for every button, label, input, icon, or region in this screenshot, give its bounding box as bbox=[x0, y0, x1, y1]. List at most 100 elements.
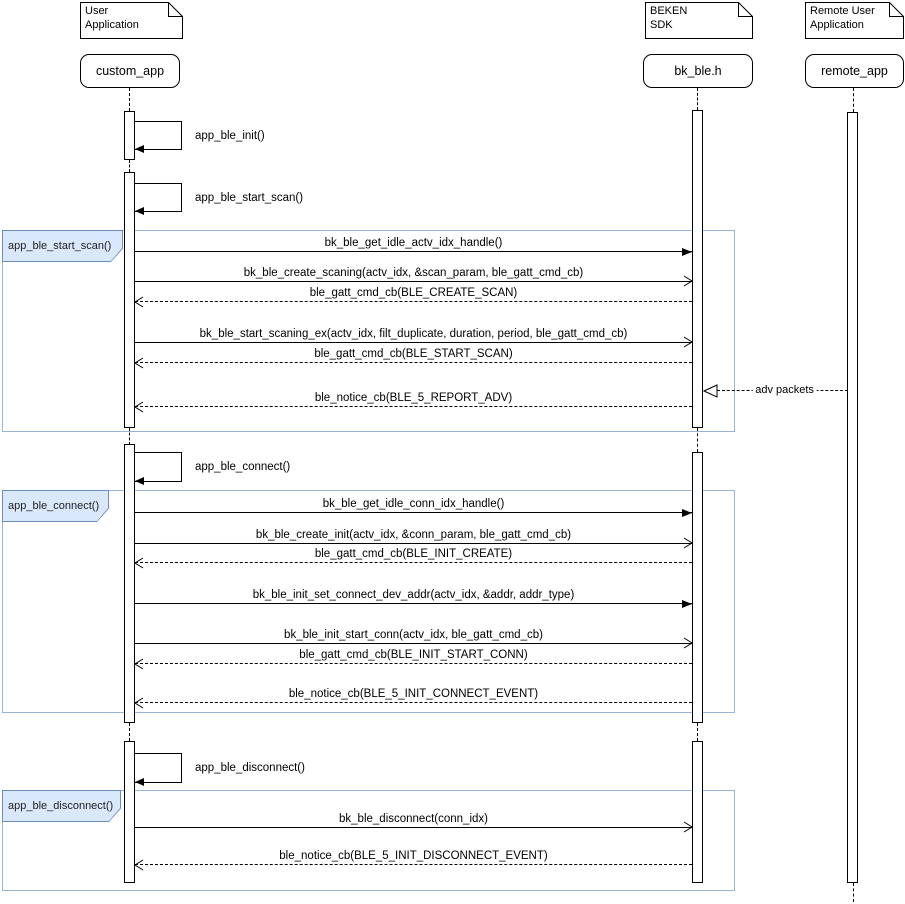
message-bk-ble-init-start-conn: bk_ble_init_start_conn(actv_idx, ble_gat… bbox=[135, 629, 693, 649]
arrowhead-filled-icon bbox=[135, 778, 144, 786]
self-call-app-ble-start-scan: app_ble_start_scan() bbox=[135, 183, 303, 215]
participant-label: bk_ble.h bbox=[674, 64, 722, 78]
lifeline-bk-ble-h bbox=[697, 723, 698, 741]
message-label: ble_notice_cb(BLE_5_INIT_CONNECT_EVENT) bbox=[288, 688, 539, 700]
message-label: bk_ble_init_start_conn(actv_idx, ble_gat… bbox=[284, 629, 543, 641]
note-shape bbox=[80, 2, 183, 39]
arrowhead-open-icon bbox=[683, 821, 693, 833]
arrowhead-filled-icon bbox=[682, 248, 692, 256]
arrowhead-open-icon bbox=[134, 296, 144, 308]
message-label: bk_ble_create_scaning(actv_idx, &scan_pa… bbox=[243, 267, 584, 279]
message-label: bk_ble_get_idle_conn_idx_handle() bbox=[322, 498, 505, 510]
frame-label: app_ble_start_scan() bbox=[3, 231, 122, 261]
self-call-app-ble-init: app_ble_init() bbox=[135, 121, 265, 153]
message-label: ble_gatt_cmd_cb(BLE_INIT_CREATE) bbox=[314, 548, 513, 560]
note-line: SDK bbox=[650, 18, 673, 31]
message-label: bk_ble_create_init(actv_idx, &conn_param… bbox=[255, 529, 572, 541]
arrowhead-open-icon bbox=[683, 336, 693, 348]
arrowhead-open-icon bbox=[683, 537, 693, 549]
lifeline-remote-app bbox=[853, 88, 854, 112]
message-ble-notice-cb-report-adv: ble_notice_cb(BLE_5_REPORT_ADV) bbox=[134, 392, 692, 413]
arrowhead-open-icon bbox=[683, 275, 693, 287]
message-bk-ble-init-set-connect-dev-addr: bk_ble_init_set_connect_dev_addr(actv_id… bbox=[135, 589, 692, 608]
arrowhead-filled-icon bbox=[135, 145, 144, 153]
message-ble-gatt-cmd-cb-start-scan: ble_gatt_cmd_cb(BLE_START_SCAN) bbox=[134, 348, 692, 369]
message-adv-packets: adv packets bbox=[703, 383, 848, 398]
activation-bar-custom-app bbox=[124, 741, 135, 883]
note-line: BEKEN bbox=[650, 5, 688, 17]
arrowhead-open-icon bbox=[134, 357, 144, 369]
activation-bar-remote-app bbox=[847, 112, 858, 883]
self-call-label: app_ble_start_scan() bbox=[195, 191, 304, 204]
lifeline-custom-app bbox=[129, 88, 130, 111]
lifeline-custom-app bbox=[129, 160, 130, 172]
message-label: bk_ble_start_scaning_ex(actv_idx, filt_d… bbox=[199, 328, 628, 340]
self-call-label: app_ble_init() bbox=[195, 129, 265, 142]
arrowhead-filled-icon bbox=[135, 207, 144, 215]
message-label: bk_ble_get_idle_actv_idx_handle() bbox=[324, 237, 503, 249]
frame-app-ble-start-scan: app_ble_start_scan() bbox=[2, 230, 735, 432]
message-label: ble_gatt_cmd_cb(BLE_START_SCAN) bbox=[314, 348, 513, 360]
arrowhead-hollow-icon bbox=[703, 384, 718, 398]
activation-bar-bk-ble-h bbox=[692, 741, 703, 883]
message-ble-notice-cb-init-connect-event: ble_notice_cb(BLE_5_INIT_CONNECT_EVENT) bbox=[134, 688, 692, 709]
activation-bar-custom-app bbox=[124, 172, 135, 428]
message-label: bk_ble_disconnect(conn_idx) bbox=[339, 813, 488, 825]
note-line: User bbox=[85, 5, 109, 17]
activation-bar-custom-app bbox=[124, 111, 135, 160]
self-call-app-ble-disconnect: app_ble_disconnect() bbox=[135, 753, 305, 786]
note-remote-user-application: Remote User Application bbox=[805, 2, 904, 39]
frame-label-tab: app_ble_start_scan() bbox=[2, 230, 123, 262]
message-label: ble_gatt_cmd_cb(BLE_CREATE_SCAN) bbox=[309, 287, 518, 299]
activation-bar-bk-ble-h bbox=[692, 452, 703, 723]
self-call-label: app_ble_disconnect() bbox=[195, 762, 305, 774]
arrowhead-open-icon bbox=[134, 658, 144, 670]
participant-label: remote_app bbox=[821, 64, 888, 78]
note-line: Application bbox=[810, 18, 864, 31]
activation-bar-bk-ble-h bbox=[692, 110, 703, 428]
message-bk-ble-get-idle-conn-idx-handle: bk_ble_get_idle_conn_idx_handle() bbox=[135, 498, 692, 517]
frame-label: app_ble_disconnect() bbox=[3, 791, 120, 821]
note-shape bbox=[805, 2, 904, 39]
arrowhead-open-icon bbox=[134, 859, 144, 871]
arrowhead-open-icon bbox=[134, 401, 144, 413]
arrowhead-filled-icon bbox=[682, 509, 692, 517]
note-line: Remote User bbox=[810, 5, 875, 17]
participant-custom-app: custom_app bbox=[80, 54, 180, 88]
arrowhead-open-icon bbox=[683, 637, 693, 649]
lifeline-remote-app bbox=[853, 883, 854, 902]
participant-label: custom_app bbox=[95, 64, 165, 78]
lifeline-bk-ble-h bbox=[697, 428, 698, 452]
participant-bk-ble-h: bk_ble.h bbox=[643, 54, 753, 88]
lifeline-custom-app bbox=[129, 723, 130, 741]
arrowhead-filled-icon bbox=[682, 600, 692, 608]
message-bk-ble-disconnect: bk_ble_disconnect(conn_idx) bbox=[135, 813, 693, 833]
message-bk-ble-start-scaning-ex: bk_ble_start_scaning_ex(actv_idx, filt_d… bbox=[135, 328, 693, 348]
message-label: bk_ble_init_set_connect_dev_addr(actv_id… bbox=[252, 589, 575, 601]
note-user-application: User Application bbox=[80, 2, 183, 39]
lifeline-bk-ble-h bbox=[697, 88, 698, 110]
arrowhead-open-icon bbox=[134, 557, 144, 569]
activation-bar-custom-app bbox=[124, 444, 135, 723]
lifeline-custom-app bbox=[129, 428, 130, 445]
frame-app-ble-connect: app_ble_connect() bbox=[2, 490, 735, 713]
note-line: Application bbox=[85, 18, 139, 31]
frame-label-tab: app_ble_disconnect() bbox=[2, 790, 121, 822]
message-ble-gatt-cmd-cb-init-create: ble_gatt_cmd_cb(BLE_INIT_CREATE) bbox=[134, 548, 692, 569]
frame-label: app_ble_connect() bbox=[3, 491, 108, 521]
message-ble-gatt-cmd-cb-init-start-conn: ble_gatt_cmd_cb(BLE_INIT_START_CONN) bbox=[134, 649, 692, 670]
message-ble-gatt-cmd-cb-create-scan: ble_gatt_cmd_cb(BLE_CREATE_SCAN) bbox=[134, 287, 692, 308]
message-label: adv packets bbox=[752, 384, 817, 396]
message-bk-ble-create-scaning: bk_ble_create_scaning(actv_idx, &scan_pa… bbox=[135, 267, 693, 287]
arrowhead-filled-icon bbox=[135, 477, 144, 485]
message-bk-ble-create-init: bk_ble_create_init(actv_idx, &conn_param… bbox=[135, 529, 693, 549]
message-bk-ble-get-idle-actv-idx-handle: bk_ble_get_idle_actv_idx_handle() bbox=[135, 237, 692, 256]
self-call-app-ble-connect: app_ble_connect() bbox=[135, 452, 290, 485]
message-ble-notice-cb-init-disconnect-event: ble_notice_cb(BLE_5_INIT_DISCONNECT_EVEN… bbox=[134, 850, 692, 871]
participant-remote-app: remote_app bbox=[805, 54, 904, 88]
self-call-label: app_ble_connect() bbox=[195, 461, 291, 473]
arrowhead-open-icon bbox=[134, 697, 144, 709]
note-shape bbox=[645, 2, 753, 39]
note-beken-sdk: BEKEN SDK bbox=[645, 2, 753, 39]
